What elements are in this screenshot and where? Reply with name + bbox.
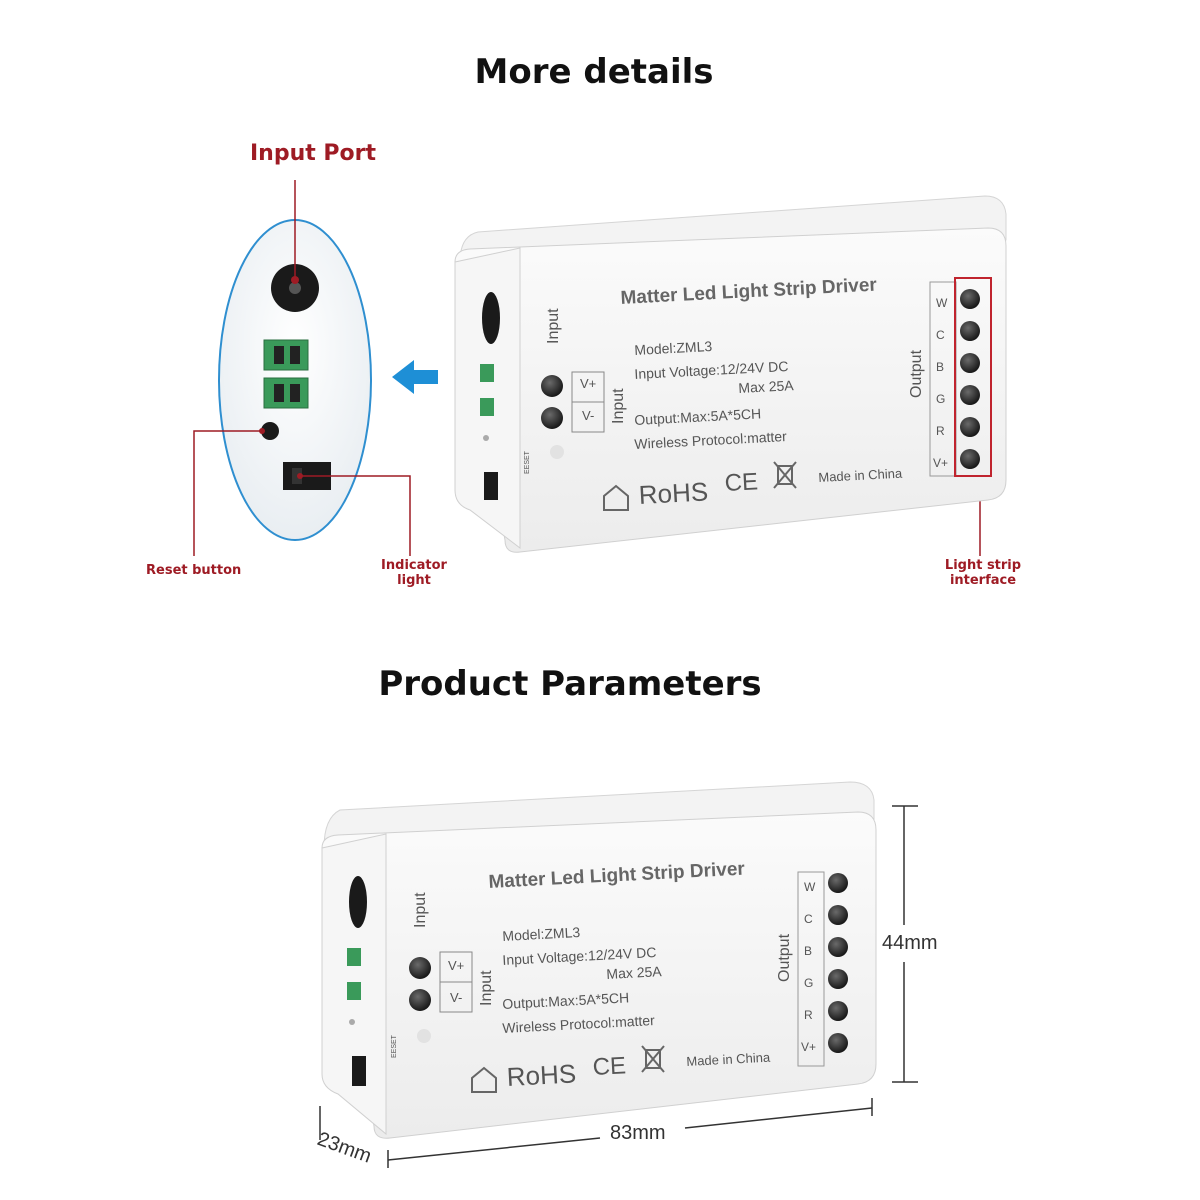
- callout-input-port: Input Port: [250, 141, 377, 166]
- weee-bin-icon: [773, 461, 797, 489]
- device-input-label-bottom: Input: [478, 970, 495, 1006]
- input-end-oval-view: [218, 219, 372, 541]
- callout-reset-button: Reset button: [146, 563, 242, 578]
- channel-label-c-bottom: C: [804, 912, 813, 926]
- green-terminal-icon: [263, 377, 309, 409]
- reset-button-icon: [261, 422, 279, 440]
- home-icon: [603, 484, 629, 511]
- channel-label-vplus-top: V+: [933, 456, 949, 470]
- home-icon: [471, 1066, 497, 1093]
- channel-label-b-bottom: B: [804, 944, 813, 958]
- device-output-label-top: Output: [908, 349, 925, 398]
- device-ce-top: CE: [724, 468, 759, 497]
- output-screws-top: [960, 289, 980, 469]
- device-input-label-end-bottom: Input: [412, 892, 429, 928]
- channel-label-w-bottom: W: [804, 880, 816, 894]
- device-vplus-bottom: V+: [448, 958, 465, 973]
- weee-bin-icon: [641, 1045, 665, 1073]
- device-rohs-bottom: RoHS: [506, 1058, 577, 1092]
- channel-label-r-top: R: [936, 424, 945, 438]
- channel-label-vplus-bottom: V+: [801, 1040, 817, 1054]
- section-title-more-details: More details: [474, 52, 714, 92]
- callout-light-strip-interface: Light strip interface: [944, 558, 1022, 588]
- green-terminal-icon: [263, 339, 309, 371]
- section-title-product-parameters: Product Parameters: [378, 664, 762, 704]
- device-vminus-top: V-: [582, 408, 595, 423]
- device-ce-bottom: CE: [592, 1052, 627, 1081]
- blue-arrow-left-icon: [392, 360, 438, 394]
- channel-label-b-top: B: [936, 360, 945, 374]
- dimension-lines: [319, 805, 918, 1168]
- channel-label-w-top: W: [936, 296, 948, 310]
- device-vminus-bottom: V-: [450, 990, 463, 1005]
- device-reset-label-bottom: EESET: [391, 1035, 398, 1058]
- device-input-label-top: Input: [610, 388, 627, 424]
- channel-label-g-top: G: [936, 392, 946, 406]
- channel-label-g-bottom: G: [804, 976, 814, 990]
- device-top: [454, 195, 1007, 553]
- device-max-current-bottom: Max 25A: [606, 963, 663, 982]
- device-bottom: [321, 781, 877, 1139]
- device-input-label-end-top: Input: [545, 308, 562, 344]
- dimension-length: 83mm: [610, 1122, 666, 1144]
- device-vplus-top: V+: [580, 376, 597, 391]
- device-rohs-top: RoHS: [638, 476, 709, 510]
- device-output-label-bottom: Output: [776, 933, 793, 982]
- output-screws-bottom: [828, 873, 848, 1053]
- channel-label-c-top: C: [936, 328, 945, 342]
- light-strip-interface-highlight: [954, 277, 992, 477]
- callout-indicator-light: Indicator light: [381, 558, 447, 588]
- channel-label-r-bottom: R: [804, 1008, 813, 1022]
- dimension-height: 44mm: [882, 932, 938, 954]
- device-reset-label-top: EESET: [524, 451, 531, 474]
- device-max-current-top: Max 25A: [738, 377, 795, 396]
